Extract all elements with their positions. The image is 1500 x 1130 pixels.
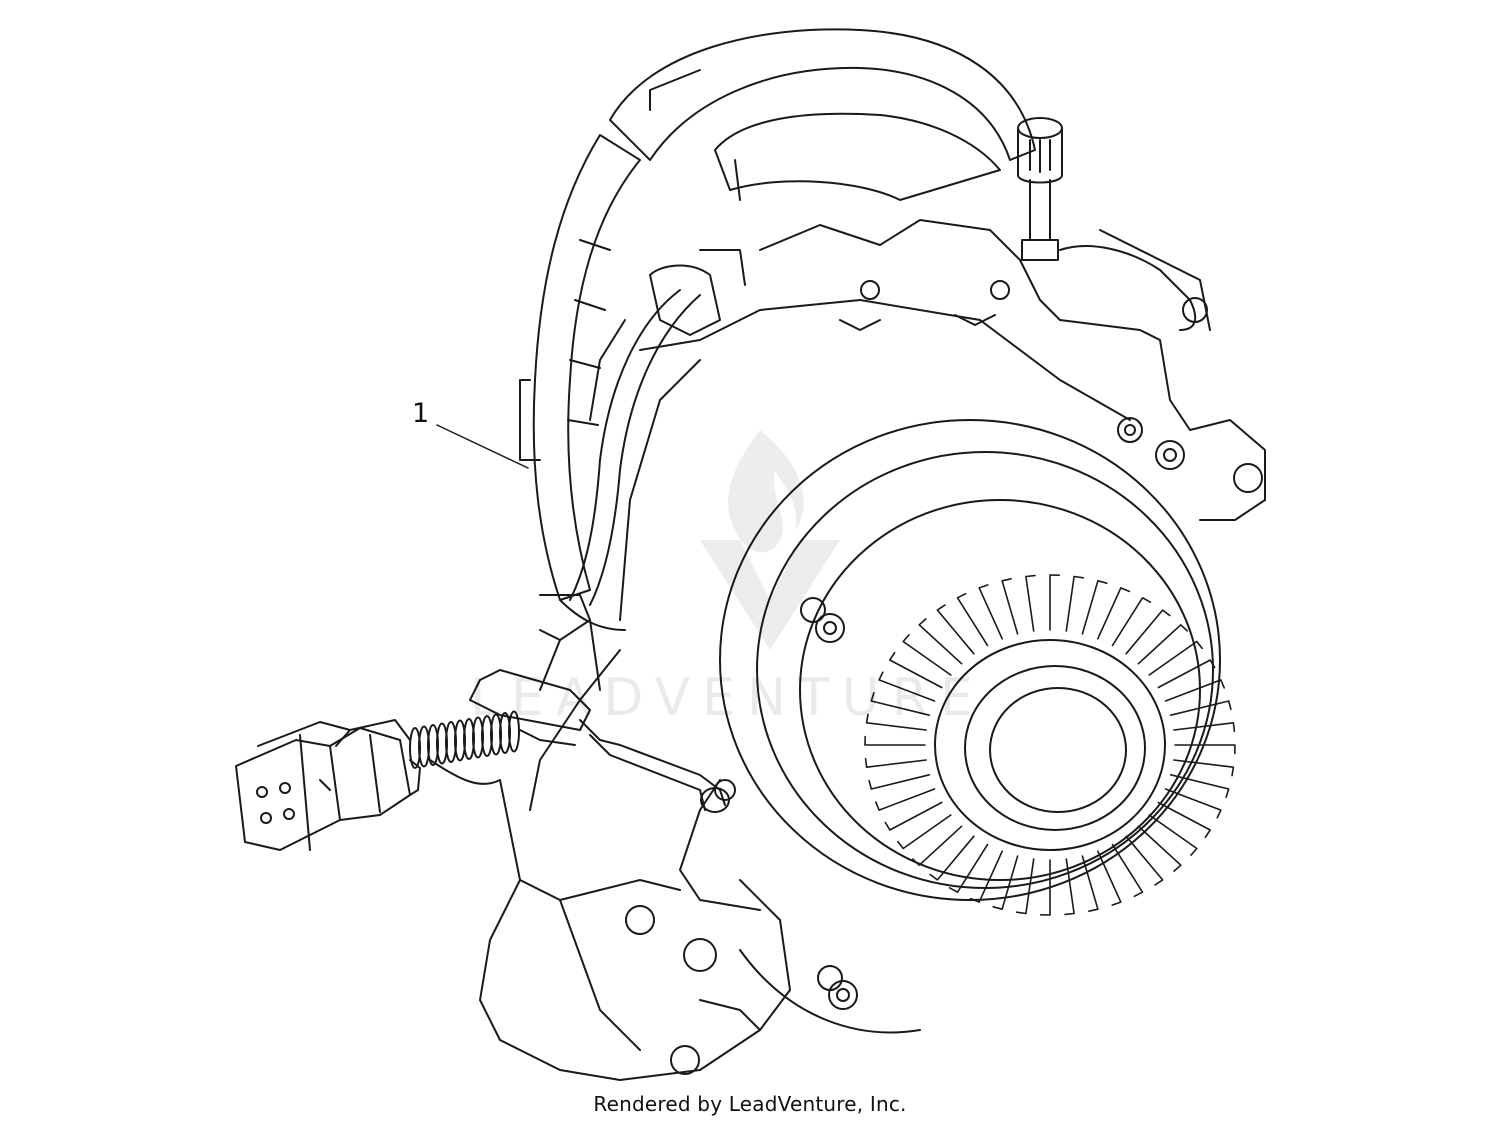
cooling-fin <box>864 757 927 768</box>
cooling-fin <box>1157 801 1211 839</box>
mounting-bolts <box>714 417 1185 1010</box>
watermark-text: LEADVENTURE <box>470 668 985 728</box>
cooling-fin <box>992 855 1019 910</box>
cooling-fin <box>1137 624 1188 665</box>
cooling-fin <box>865 713 927 731</box>
cooling-fin <box>878 671 936 702</box>
cooling-fin <box>1001 578 1019 635</box>
electrical-connector <box>235 719 421 851</box>
cooling-fin <box>1164 788 1222 819</box>
harness-clamp <box>469 594 730 813</box>
cooling-fin <box>1049 574 1060 631</box>
cooling-fin <box>1148 640 1203 676</box>
cooling-fin <box>1097 850 1122 906</box>
cooling-fin <box>902 634 952 676</box>
cooling-fin <box>1040 859 1051 916</box>
wire-harness <box>569 249 746 606</box>
cooling-fin <box>1015 858 1035 915</box>
cooling-fin <box>1137 825 1182 872</box>
cooling-fin <box>1157 659 1216 689</box>
cooling-fin <box>1111 843 1144 898</box>
cooling-fin <box>897 814 952 850</box>
cooling-fin <box>1065 575 1085 632</box>
coil-turn <box>508 710 520 753</box>
cooling-fin <box>1169 774 1230 798</box>
cooling-fin <box>875 788 936 811</box>
cooling-fin <box>948 843 989 893</box>
engine-block <box>619 219 1266 621</box>
cooling-fin <box>978 584 1003 640</box>
cooling-fin <box>1097 587 1131 640</box>
cooling-fin <box>889 651 943 689</box>
cooling-fin <box>1164 679 1225 702</box>
coiled-wire <box>409 710 576 769</box>
cooling-fin <box>1081 855 1099 912</box>
cooling-fin <box>1148 814 1198 856</box>
cooling-fin <box>912 825 963 866</box>
coil-lead <box>519 729 576 746</box>
cooling-fin <box>1125 835 1164 886</box>
rotor-hub <box>934 639 1166 851</box>
cooling-fin <box>884 801 943 831</box>
callout-leader-line <box>436 424 529 469</box>
cooling-fin <box>1173 722 1236 733</box>
cooling-fin <box>864 735 926 746</box>
oil-filler-cap <box>1017 117 1063 261</box>
flame-v-logo-icon <box>700 430 840 650</box>
cooling-fin <box>918 618 963 665</box>
cooling-fin <box>1064 858 1075 916</box>
cooling-fin <box>1111 597 1152 647</box>
cooling-fin <box>969 850 1003 903</box>
cooling-fin <box>956 592 989 647</box>
cooling-fin <box>1125 609 1171 655</box>
cooling-fins <box>864 574 1236 916</box>
cooling-fin <box>1169 700 1232 716</box>
cooling-fin <box>868 774 931 790</box>
cooling-fin <box>929 835 975 881</box>
cooling-fin <box>1173 759 1235 777</box>
cooling-fin <box>1174 744 1236 755</box>
cooling-fin <box>1081 580 1108 635</box>
lower-bracket <box>429 649 791 1081</box>
footer-credit: Rendered by LeadVenture, Inc. <box>593 1092 907 1116</box>
flywheel-housing <box>519 28 1036 631</box>
cooling-fin <box>936 604 975 655</box>
cooling-fin <box>1025 574 1036 632</box>
callout-1-label: 1 <box>412 398 430 429</box>
cooling-fin <box>870 692 931 716</box>
